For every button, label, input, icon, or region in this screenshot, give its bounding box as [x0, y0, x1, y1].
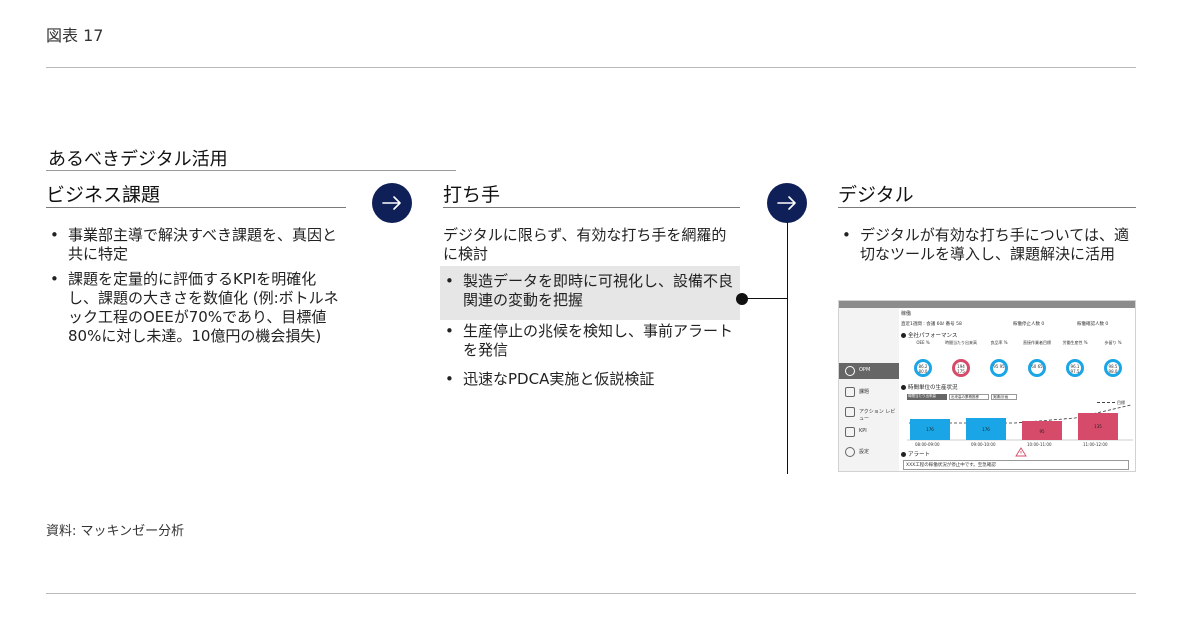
section-overall-performance: 全社パフォーマンス — [901, 331, 957, 339]
connector-line — [746, 298, 788, 299]
tab-cumulative[interactable]: 出来高の累積推移 — [949, 394, 989, 400]
bullet-dot-icon — [901, 333, 906, 338]
section-alert: アラート — [901, 450, 930, 458]
dashboard-header: 稼働 — [901, 311, 912, 317]
kpi-label: 良品率 % — [990, 340, 1008, 345]
business-column-title: ビジネス課題 — [46, 184, 161, 206]
arrow-right-icon — [372, 183, 412, 223]
business-bullet: 事業部主導で解決すべき課題を、真因と共に特定 — [46, 226, 346, 264]
kpi-ring: 194 175 — [952, 359, 970, 377]
list-icon — [845, 407, 855, 417]
tab-hourly-output[interactable]: 時間当たり出来高 — [907, 394, 947, 400]
chart-icon — [845, 427, 855, 437]
chart-bar: 176 — [910, 419, 950, 440]
action-bullet: 迅速なPDCA実施と仮説検証 — [441, 370, 737, 389]
bullet-dot-icon — [901, 452, 906, 457]
digital-bullet: デジタルが有効な打ち手については、適切なツールを導入し、課題解決に活用 — [838, 226, 1133, 264]
search-icon — [845, 366, 855, 376]
dashboard-info-left: 直近1週間 : 会議 60ℓ 番号 58 — [901, 322, 962, 327]
digital-column-title: デジタル — [838, 184, 914, 206]
kpi-ring: 96.1 97.5 — [1066, 359, 1084, 377]
chart-legend-target: 目標 — [1117, 400, 1125, 405]
kpi-label: OEE % — [916, 340, 930, 345]
section-hourly-production: 時間単位の生産状況 — [901, 383, 958, 391]
action-title-underline — [443, 207, 740, 208]
sidebar-item-action-review[interactable]: アクション レビュー — [839, 404, 899, 422]
kpi-label: 直接作業者目標 — [1023, 340, 1051, 345]
business-title-underline — [46, 207, 346, 208]
document-icon — [845, 387, 855, 397]
kpi-ring: 95 95 — [990, 359, 1008, 377]
connector-dot — [736, 293, 748, 305]
chart-bar: 176 — [966, 418, 1006, 440]
top-divider — [46, 67, 1136, 68]
digital-bullets: デジタルが有効な打ち手については、適切なツールを導入し、課題解決に活用 — [838, 226, 1133, 270]
business-bullets: 事業部主導で解決すべき課題を、真因と共に特定 課題を定量的に評価するKPIを明確… — [46, 226, 346, 352]
hourly-chart — [907, 404, 1133, 441]
exhibit-label: 図表 17 — [46, 26, 104, 45]
chart-x-label: 11:00-12:00 — [1083, 442, 1108, 447]
frame-title: あるべきデジタル活用 — [48, 149, 228, 170]
frame-title-underline — [46, 170, 456, 171]
dashboard-info-mid: 稼働停止人数 0 — [1013, 322, 1045, 327]
warning-icon — [1015, 447, 1027, 457]
sidebar-item-issues[interactable]: 課題 — [839, 384, 899, 400]
chart-bar: 95 — [1022, 421, 1062, 440]
kpi-ring: 98.5 98.0 — [1104, 359, 1122, 377]
bottom-divider — [46, 593, 1136, 594]
arrow-right-icon — [767, 183, 807, 223]
chart-x-label: 10:00-11:00 — [1027, 442, 1052, 447]
kpi-label: 労働生産性 % — [1062, 340, 1088, 345]
action-bullet-highlighted: 製造データを即時に可視化し、設備不良関連の変動を把握 — [441, 272, 737, 310]
sidebar-item-opm[interactable]: OPM — [839, 363, 899, 379]
chart-x-label: 08:00-09:00 — [915, 442, 940, 447]
sidebar-item-kpi[interactable]: KPI — [839, 424, 899, 440]
action-column-title: 打ち手 — [443, 184, 501, 206]
sidebar-item-settings[interactable]: 設定 — [839, 444, 899, 460]
dashboard-sidebar: OPM 課題 アクション レビュー KPI 設定 — [839, 308, 899, 471]
digital-title-underline — [838, 207, 1136, 208]
kpi-ring: 60 65 — [1028, 359, 1046, 377]
dashboard-info-right: 稼働確認人数 0 — [1077, 322, 1109, 327]
action-intro: デジタルに限らず、有効な打ち手を網羅的に検討 — [443, 226, 727, 263]
alert-message: XXX工程の稼働状況が停止中です。至急確認 — [903, 460, 1129, 470]
action-bullet: 生産停止の兆候を検知し、事前アラートを発信 — [441, 322, 737, 360]
legend-dash-line — [1097, 402, 1115, 403]
chart-bar: 135 — [1078, 413, 1118, 440]
dashboard-screenshot: 稼働 直近1週間 : 会議 60ℓ 番号 58 稼働停止人数 0 稼働確認人数 … — [838, 300, 1136, 472]
kpi-ring: 86.2 80.0 — [914, 359, 932, 377]
dashboard-topbar — [839, 301, 1135, 308]
tab-plan-actual[interactable]: 実績/計画 — [991, 394, 1017, 400]
business-bullet: 課題を定量的に評価するKPIを明確化し、課題の大きさを数値化 (例:ボトルネック… — [46, 270, 346, 346]
connector-vertical — [787, 222, 788, 474]
kpi-label: 時間当たり出来高 — [945, 340, 977, 345]
bullet-dot-icon — [901, 385, 906, 390]
gear-icon — [845, 447, 855, 457]
chart-x-label: 09:00-10:00 — [971, 442, 996, 447]
action-bullets: 製造データを即時に可視化し、設備不良関連の変動を把握 生産停止の兆候を検知し、事… — [441, 272, 737, 395]
kpi-label: 歩留り % — [1104, 340, 1122, 345]
source-note: 資料: マッキンゼー分析 — [46, 524, 185, 539]
